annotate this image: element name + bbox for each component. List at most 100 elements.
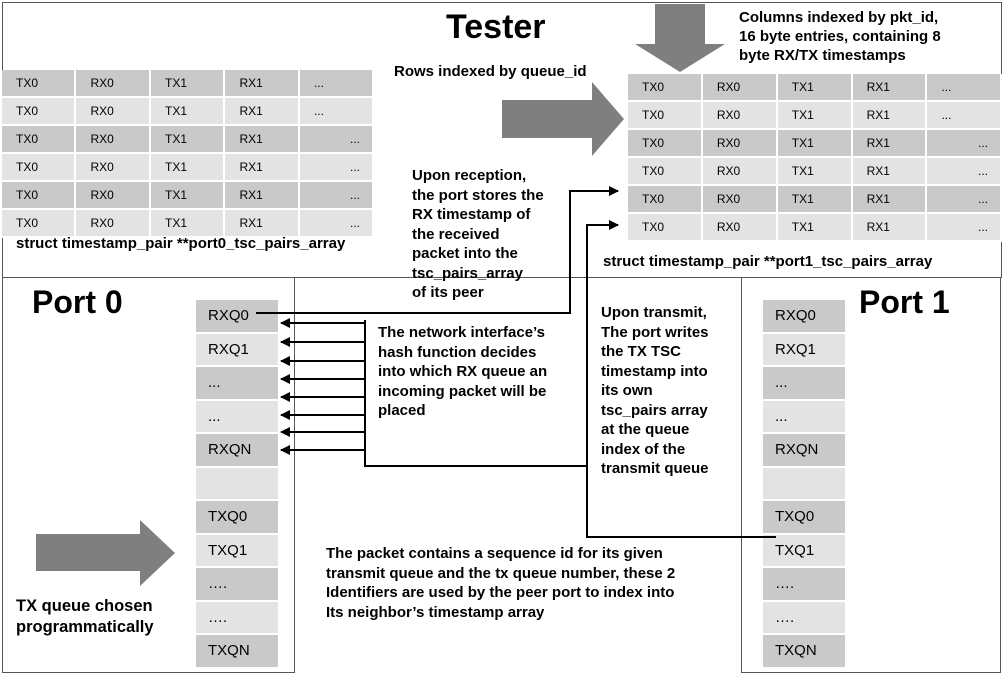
table-cell: RX0 [75, 181, 151, 210]
rows-indexed-note: Rows indexed by queue_id [394, 63, 587, 80]
tx-chosen-line: TX queue chosen [16, 597, 153, 615]
rows-block-arrow [502, 82, 624, 156]
table-cell: RX1 [851, 101, 928, 130]
packet-note-line: transmit queue and the tx queue number, … [326, 564, 676, 582]
hash-note-line: into which RX queue an [378, 363, 548, 380]
table-cell: RX1 [224, 181, 300, 210]
transmit-note: Upon transmit, The port writes the TX TS… [601, 303, 709, 479]
table-cell: TX1 [776, 185, 853, 214]
table-cell: RX0 [75, 70, 151, 98]
packet-note-line: The packet contains a sequence id for it… [326, 545, 663, 562]
queue-cell: RXQ0 [196, 300, 278, 332]
table-cell: TX0 [2, 70, 77, 98]
table-cell: ... [298, 181, 375, 210]
table-cell: RX0 [701, 101, 778, 130]
table-cell: ... [926, 101, 1002, 130]
reception-note-line: Upon reception, [412, 167, 527, 184]
columns-note-line: byte RX/TX timestamps [739, 47, 906, 64]
table-cell: TX0 [628, 129, 703, 158]
transmit-note-line: index of the [601, 440, 686, 458]
hash-fan-arrows [280, 318, 365, 455]
transmit-note-line: at the queue [601, 421, 690, 438]
queue-cell [196, 467, 278, 499]
table-cell: ... [926, 185, 1002, 214]
reception-note-line: packet into the [412, 245, 518, 262]
queue-cell: …. [196, 568, 278, 600]
columns-note-line: 16 byte entries, containing 8 [739, 28, 941, 45]
transmit-note-line: transmit queue [601, 460, 709, 477]
table-cell: ... [298, 70, 375, 98]
table-cell: ... [298, 153, 375, 182]
table-cell: RX0 [701, 74, 778, 102]
queue-cell: TXQN [196, 635, 278, 667]
table-cell: RX1 [224, 125, 300, 154]
reception-note-line: of its peer [412, 284, 484, 301]
reception-note: Upon reception, the port stores the RX t… [412, 166, 544, 303]
table-cell: TX1 [149, 97, 226, 126]
transmit-note-line: its own [601, 382, 653, 399]
table-cell: TX0 [628, 101, 703, 130]
table-cell: TX1 [776, 157, 853, 186]
columns-block-arrow [635, 4, 725, 72]
queue-cell: TXQ0 [763, 501, 845, 533]
table-cell: ... [926, 74, 1002, 102]
table-cell: RX1 [224, 70, 300, 98]
table-cell: TX1 [149, 125, 226, 154]
table-cell: TX0 [628, 185, 703, 214]
transmit-note-line: Upon transmit, [601, 304, 707, 321]
queue-cell: ... [196, 367, 278, 399]
table-cell: RX0 [75, 97, 151, 126]
tx-chosen-line: programmatically [16, 618, 154, 636]
tester-title: Tester [446, 8, 546, 46]
queue-cell: …. [763, 568, 845, 600]
queue-cell: ... [196, 400, 278, 432]
table-cell: TX0 [2, 125, 77, 154]
hash-note-line: hash function decides [378, 343, 537, 361]
table-cell: RX1 [224, 153, 300, 182]
hash-bus-line [364, 320, 587, 467]
hash-note-line: The network interface’s [378, 324, 545, 341]
queue-cell: RXQ0 [763, 300, 845, 332]
port0-array-label: struct timestamp_pair **port0_tsc_pairs_… [16, 235, 346, 252]
table-cell: TX0 [2, 181, 77, 210]
hash-note-line: placed [378, 402, 426, 419]
table-cell: RX0 [701, 213, 778, 242]
table-cell: ... [298, 97, 375, 126]
table-cell: ... [298, 209, 375, 238]
queue-cell: TXQ0 [196, 501, 278, 533]
tx-chosen-block-arrow [36, 520, 175, 586]
transmit-note-line: tsc_pairs array [601, 401, 708, 419]
table-cell: ... [926, 157, 1002, 186]
queue-cell: RXQN [196, 434, 278, 466]
port0-title: Port 0 [32, 284, 123, 320]
tx-timestamp-connector [586, 220, 776, 538]
table-cell: ... [926, 213, 1002, 242]
packet-note-line: Its neighbor’s timestamp array [326, 603, 545, 621]
table-cell: TX0 [628, 213, 703, 242]
table-cell: RX0 [701, 129, 778, 158]
transmit-note-line: the TX TSC [601, 343, 682, 360]
hash-note-line: incoming packet will be [378, 382, 547, 400]
port1-array-label: struct timestamp_pair **port1_tsc_pairs_… [603, 253, 933, 270]
table-cell: ... [926, 129, 1002, 158]
table-cell: TX1 [149, 153, 226, 182]
table-cell: TX1 [776, 101, 853, 130]
table-cell: TX1 [149, 209, 226, 238]
table-cell: RX0 [75, 125, 151, 154]
table-cell: TX1 [776, 74, 853, 102]
tx-queue-chosen-note: TX queue chosen programmatically [16, 596, 154, 638]
table-cell: TX0 [2, 97, 77, 126]
table-cell: RX0 [701, 157, 778, 186]
table-cell: ... [298, 125, 375, 154]
columns-note-line: Columns indexed by pkt_id, [739, 9, 939, 26]
queue-cell: RXQN [763, 434, 845, 466]
table-cell: RX0 [701, 185, 778, 214]
